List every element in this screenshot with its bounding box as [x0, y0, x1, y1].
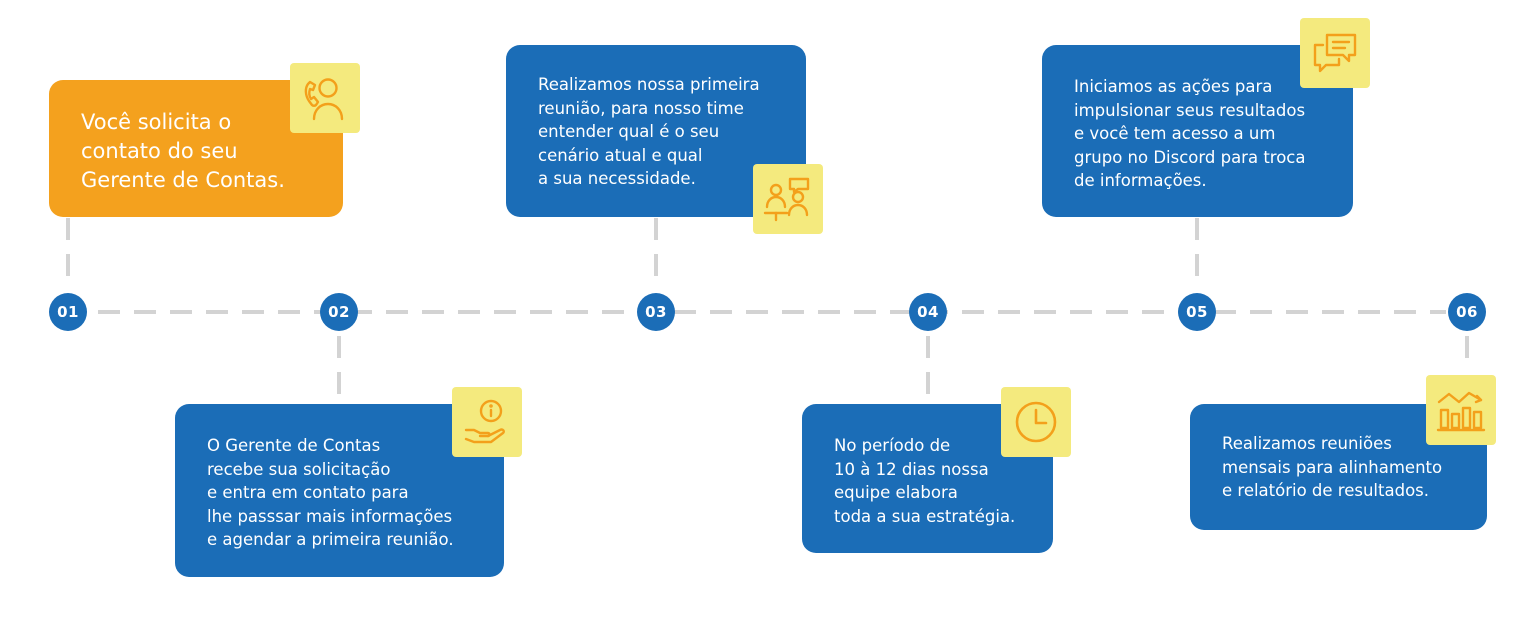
meeting-people-icon — [753, 164, 823, 234]
step-text-03: Realizamos nossa primeira reunião, para … — [538, 75, 760, 189]
hand-info-icon — [452, 387, 522, 457]
step-text-04: No período de 10 à 12 dias nossa equipe … — [834, 436, 1016, 526]
phone-person-icon — [290, 63, 360, 133]
step-text-05: Iniciamos as ações para impulsionar seus… — [1074, 77, 1306, 191]
step-number-06: 06 — [1448, 293, 1486, 331]
step-number-02: 02 — [320, 293, 358, 331]
step-card-02: O Gerente de Contas recebe sua solicitaç… — [175, 404, 504, 577]
step-number-05: 05 — [1178, 293, 1216, 331]
step-text-02: O Gerente de Contas recebe sua solicitaç… — [207, 436, 454, 550]
step-card-06: Realizamos reuniões mensais para alinham… — [1190, 404, 1487, 530]
step-text-01: Você solicita o contato do seu Gerente d… — [81, 110, 285, 192]
clock-icon — [1001, 387, 1071, 457]
step-text-06: Realizamos reuniões mensais para alinham… — [1222, 434, 1443, 501]
step-number-01: 01 — [49, 293, 87, 331]
step-number-03: 03 — [637, 293, 675, 331]
step-number-04: 04 — [909, 293, 947, 331]
step-card-01: Você solicita o contato do seu Gerente d… — [49, 80, 343, 217]
bar-chart-icon — [1426, 375, 1496, 445]
chat-bubbles-icon — [1300, 18, 1370, 88]
